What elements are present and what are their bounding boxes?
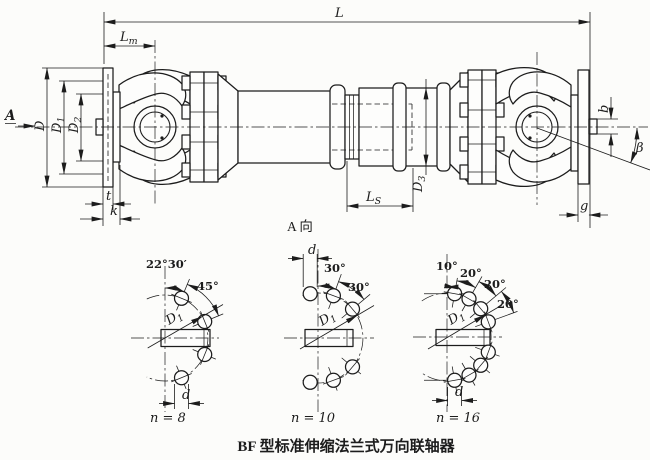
dim-label-t: t	[106, 189, 112, 204]
n10-angle-label-2: 30°	[348, 280, 370, 294]
n16-angle-label-2: 20°	[460, 266, 482, 280]
n16-angle-label-3: 20°	[484, 277, 506, 291]
n10-angle-arc-1	[317, 282, 337, 290]
n16-hole-diameter: d	[432, 385, 477, 406]
right-key-stub	[588, 118, 598, 135]
n8-hole-label: d	[182, 388, 190, 403]
n8-pitch-label: D1	[162, 307, 186, 331]
dim-label-g: g	[580, 199, 588, 214]
dimension-D3: D3	[411, 79, 429, 193]
n8-count-label: n = 8	[150, 411, 186, 426]
n16-angle-label-4: 20°	[497, 297, 519, 311]
view-arrow-label: A	[3, 108, 15, 124]
n10-hole-label: d	[308, 243, 316, 258]
right-joint-right-yoke-arm-top	[508, 71, 572, 108]
dim-label-D3: D3	[411, 176, 428, 193]
n16-count-label: n = 16	[436, 411, 480, 426]
n10-hole-diameter: d	[288, 243, 332, 287]
dim-label-D: D	[33, 120, 48, 132]
assembly-view: L Lm A D D1 D2	[3, 6, 650, 234]
n16-angle-label-1: 10°	[436, 259, 458, 273]
n10-bolt-holes	[302, 286, 361, 390]
dimension-b: b	[597, 97, 618, 157]
dimension-D: D	[33, 67, 103, 188]
bolt-pattern-n8: 22°30′ 45° D1 d n = 8	[131, 257, 224, 426]
n10-angle-label-1: 30°	[324, 261, 346, 275]
dim-label-Lm: Lm	[119, 30, 138, 47]
dim-label-Ls: LS	[365, 190, 382, 207]
right-snap-ring-dot-bottom	[528, 136, 532, 140]
drawing-caption: BF 型标准伸缩法兰式万向联轴器	[237, 437, 455, 455]
bolt-pattern-n10: 30° 30° D1 d n = 10	[284, 243, 375, 426]
n16-bolt-holes	[443, 286, 496, 388]
n16-angle-arc-1	[444, 283, 459, 290]
view-direction-arrow: A	[3, 108, 36, 129]
dim-label-b: b	[597, 105, 612, 113]
right-joint-right-yoke-arm-bottom	[508, 146, 572, 183]
left-joint-left-yoke-arm-top	[118, 72, 187, 110]
dimension-g: g	[559, 184, 608, 222]
dimension-Lm: Lm	[103, 30, 156, 49]
n10-count-label: n = 10	[291, 411, 335, 426]
n16-hole-label: d	[455, 385, 463, 400]
n8-angle-arc-2	[186, 284, 219, 317]
n8-angle-label-1: 22°30′	[146, 257, 187, 271]
dimension-beta: β	[536, 127, 650, 171]
dim-label-L: L	[334, 6, 344, 21]
right-snap-ring-dot-top	[528, 114, 532, 118]
dim-label-D2: D2	[67, 117, 84, 134]
n8-bolt-circle-arc	[146, 294, 209, 382]
right-flange-pad	[570, 94, 579, 172]
n8-hole-diameter: d	[159, 384, 204, 409]
hub-key-n16	[435, 328, 491, 347]
dimension-Ls: LS	[346, 161, 414, 212]
dimension-k: k	[80, 165, 140, 225]
dim-label-k: k	[110, 204, 118, 219]
n10-angle-arc-2	[337, 281, 365, 300]
dimension-t: t	[85, 187, 131, 226]
dim-label-beta: β	[635, 141, 644, 156]
hidden-inner-tube	[332, 103, 413, 151]
n8-angle-arc-1	[164, 285, 185, 293]
n8-angle-label-2: 45°	[197, 279, 219, 293]
dimension-L: L	[103, 6, 591, 228]
dim-label-D1: D1	[50, 117, 67, 134]
n16-angle-arc-3	[478, 281, 497, 297]
dimension-D1: D1	[50, 80, 103, 175]
left-joint-left-yoke-arm-bottom	[118, 144, 187, 182]
bolt-pattern-n16: 10° 20° 20° 20° D1 d n = 16	[413, 254, 519, 426]
left-snap-ring-dot-bottom	[160, 136, 164, 140]
n16-angle-arc-2	[456, 279, 477, 288]
view-label: A 向	[287, 219, 313, 234]
left-snap-ring-dot-top	[160, 114, 164, 118]
dimension-D2: D2	[67, 93, 103, 162]
n16-angle-arc-4	[501, 290, 515, 314]
